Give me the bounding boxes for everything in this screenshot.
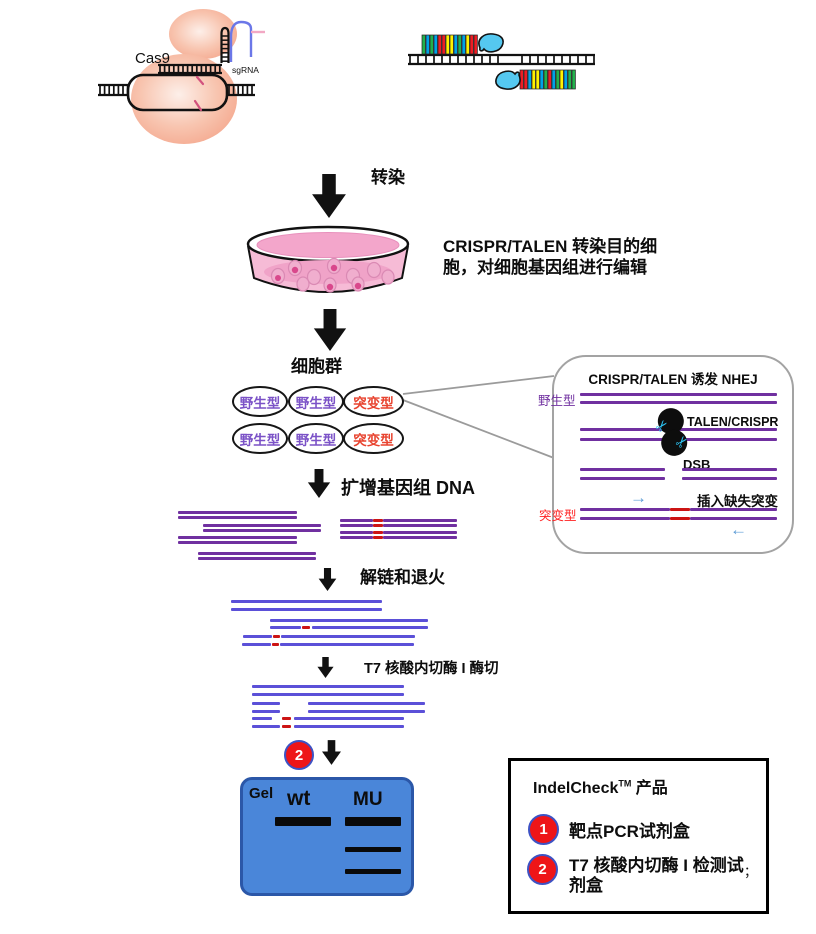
products-title-suffix: 产品 (631, 780, 668, 797)
cas9-protein-lobe-bottom (131, 54, 237, 144)
cell-oval-mutant: 突变型 (343, 386, 404, 417)
transfect-description: CRISPR/TALEN 转染目的细 胞，对细胞基因组进行编辑 (443, 236, 657, 278)
dna-ladder (408, 53, 595, 66)
nuclease-scissors: ✂ ✂ (652, 408, 693, 456)
sgrna-dna-duplex (158, 63, 222, 75)
product2-badge: 2 (527, 854, 558, 885)
nhej-title: CRISPR/TALEN 诱发 NHEJ (588, 372, 758, 387)
product2-number: 2 (538, 861, 547, 878)
nhej-indel-label: 插入缺失突变 (697, 494, 778, 509)
gel-band (345, 869, 401, 874)
nhej-talen-label: TALEN/CRISPR (687, 415, 779, 429)
down-arrow-icon (313, 309, 347, 351)
cell-oval-label: 突变型 (353, 395, 394, 411)
product2-label-line2: 剂盒 (569, 876, 603, 895)
cell-oval-label: 突变型 (353, 432, 394, 448)
cas9-label: Cas9 (135, 50, 170, 67)
product1-badge: 1 (528, 814, 559, 845)
down-arrow-icon (312, 174, 346, 218)
amplify-label: 扩增基因组 DNA (341, 478, 475, 498)
cas9-illustration: Cas9 sgRNA (98, 9, 265, 144)
cut-site-mark (195, 75, 205, 86)
step2-badge-number: 2 (294, 746, 304, 764)
cut-site-mark (193, 99, 203, 112)
nhej-wildtype-label: 野生型 (538, 394, 576, 408)
down-arrow-icon (317, 657, 334, 678)
cell-nuclei (275, 264, 362, 291)
target-dna-loop (126, 73, 229, 112)
gel-band (275, 817, 331, 826)
dna-ladder-left (98, 83, 129, 97)
transfect-description-line1: CRISPR/TALEN 转染目的细 (443, 237, 658, 256)
dna-ladder-right (227, 83, 255, 97)
tale-array-bottom (519, 69, 576, 90)
gel-result-box: Gel wt MU (240, 777, 414, 896)
cell-population-label: 细胞群 (291, 357, 342, 376)
products-title: IndelCheckTM 产品 (533, 774, 668, 798)
cell-oval-wild: 野生型 (232, 386, 288, 417)
down-arrow-icon (307, 469, 331, 498)
sgrna-scaffold (229, 20, 253, 62)
cell-oval-label: 野生型 (295, 432, 337, 448)
t7-digest-label: T7 核酸内切酶 I 酶切 (364, 661, 499, 677)
dish-medium (256, 232, 400, 258)
nhej-dsb-label: DSB (683, 457, 711, 472)
nhej-mutant-label: 突变型 (539, 509, 577, 523)
down-arrow-icon (322, 740, 341, 765)
cell-oval-wild: 野生型 (288, 386, 344, 417)
cas9-protein-lobe-top (169, 9, 237, 59)
foki-domain-top (478, 33, 504, 53)
cell-oval-wild: 野生型 (232, 423, 288, 454)
product1-number: 1 (539, 821, 548, 838)
denature-label: 解链和退火 (360, 568, 445, 587)
cell-oval-label: 野生型 (295, 395, 337, 411)
cell-oval-mutant: 突变型 (343, 423, 404, 454)
down-arrow-icon (318, 568, 337, 591)
brand-name: IndelCheck (533, 780, 619, 797)
product1-label: 靶点PCR试剂盒 (569, 822, 690, 841)
cell-oval-label: 野生型 (239, 432, 281, 448)
cell-oval-label: 野生型 (239, 395, 281, 411)
gel-lane-mu-label: MU (353, 789, 383, 810)
gel-lane-wt-label: wt (287, 787, 311, 810)
transfect-description-line2: 胞，对细胞基因组进行编辑 (443, 258, 647, 277)
sgrna-label: sgRNA (232, 65, 259, 75)
cell-oval-wild: 野生型 (288, 423, 344, 454)
step2-badge: 2 (284, 740, 314, 770)
primer-arrow-right-icon: → (630, 488, 647, 507)
talen-illustration (408, 33, 595, 90)
product2-label-line1: T7 核酸内切酶 I 检测试 (569, 856, 744, 875)
cells-in-dish (270, 257, 395, 293)
gel-band (345, 847, 401, 852)
stray-punctuation: ； (744, 864, 758, 879)
foki-domain-bottom (495, 70, 521, 90)
petri-dish (246, 225, 410, 293)
product2-label: T7 核酸内切酶 I 检测试 剂盒 (569, 856, 744, 896)
trademark-symbol: TM (618, 778, 632, 789)
sgrna-hairpin (220, 26, 230, 63)
tale-array-top (421, 34, 478, 55)
transfect-label: 转染 (371, 168, 405, 187)
gel-label: Gel (249, 785, 274, 802)
gel-band (345, 817, 401, 826)
primer-arrow-left-icon: ← (730, 520, 747, 539)
products-box: IndelCheckTM 产品 1 靶点PCR试剂盒 2 T7 核酸内切酶 I … (508, 758, 769, 914)
